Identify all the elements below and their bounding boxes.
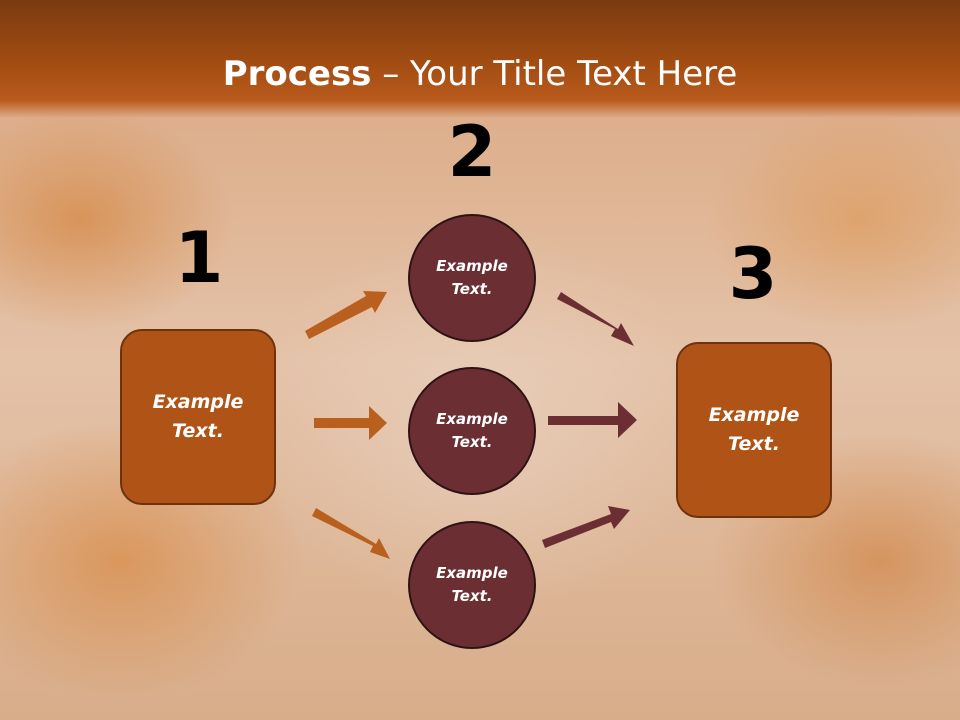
node-bottom-label: Example Text.	[436, 564, 508, 605]
step-1-label: Example Text.	[152, 391, 244, 442]
arrow-1-to-top	[305, 291, 387, 339]
step-number-2: 2	[447, 111, 497, 193]
arrow-middle-to-3	[548, 402, 637, 438]
arrow-top-to-3	[557, 292, 634, 346]
title-bar	[0, 0, 960, 118]
node-bottom[interactable]: Example Text.	[408, 521, 536, 649]
step-number-3: 3	[728, 233, 778, 315]
title-bold: Process	[222, 54, 372, 94]
step-number-1: 1	[174, 217, 224, 299]
slide-title: Process – Your Title Text Here	[0, 52, 960, 96]
step-3-label: Example Text.	[708, 404, 800, 455]
arrow-1-to-middle	[314, 406, 387, 440]
step-1-box[interactable]: Example Text.	[120, 329, 276, 505]
node-top[interactable]: Example Text.	[408, 214, 536, 342]
arrow-bottom-to-3	[542, 506, 630, 548]
title-rest: – Your Title Text Here	[371, 54, 738, 94]
node-top-label: Example Text.	[436, 257, 508, 298]
step-3-box[interactable]: Example Text.	[676, 342, 832, 518]
arrow-1-to-bottom	[312, 508, 390, 559]
node-middle-label: Example Text.	[436, 410, 508, 451]
node-middle[interactable]: Example Text.	[408, 367, 536, 495]
